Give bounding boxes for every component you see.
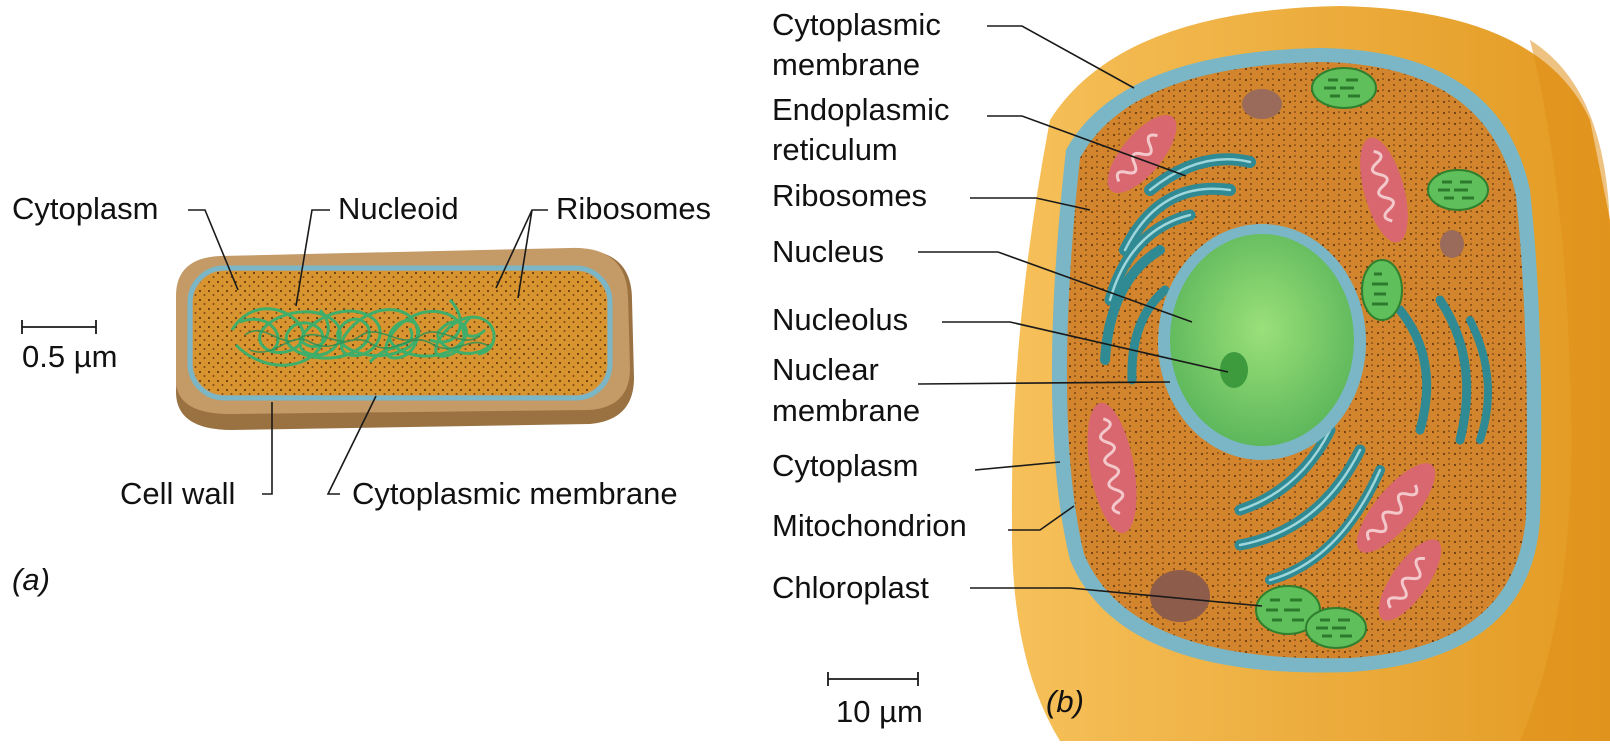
label-b-mitochondrion: Mitochondrion	[772, 508, 967, 543]
label-b-ribosomes: Ribosomes	[772, 178, 927, 213]
label-b-chloroplast: Chloroplast	[772, 570, 929, 605]
label-b-nuclear-membrane-line2: membrane	[772, 393, 920, 428]
label-b-nucleolus: Nucleolus	[772, 302, 908, 337]
panel-b-letter: (b)	[1046, 684, 1084, 719]
label-a-cell-wall: Cell wall	[120, 476, 235, 511]
label-a-nucleoid: Nucleoid	[338, 191, 459, 226]
label-b-er-line1: Endoplasmic	[772, 92, 949, 127]
eukaryotic-cell	[1012, 6, 1610, 741]
label-a-cytoplasmic-membrane: Cytoplasmic membrane	[352, 476, 678, 511]
label-b-nuclear-membrane-line1: Nuclear	[772, 352, 879, 387]
label-b-cytoplasmic-membrane-line2: membrane	[772, 47, 920, 82]
label-b-cytoplasm: Cytoplasm	[772, 448, 918, 483]
nucleolus-shape	[1220, 352, 1248, 388]
label-a-cytoplasm: Cytoplasm	[12, 191, 158, 226]
scale-bar-b	[828, 672, 918, 686]
scale-label-a: 0.5 µm	[22, 339, 117, 374]
panel-a-letter: (a)	[12, 562, 50, 597]
prokaryotic-cell	[176, 248, 634, 430]
scale-label-b: 10 µm	[836, 694, 923, 729]
label-b-nucleus: Nucleus	[772, 234, 884, 269]
scale-bar-a	[22, 320, 96, 334]
label-b-er-line2: reticulum	[772, 132, 898, 167]
nucleus-shape	[1170, 234, 1354, 446]
label-a-ribosomes: Ribosomes	[556, 191, 711, 226]
label-b-cytoplasmic-membrane-line1: Cytoplasmic	[772, 7, 941, 42]
